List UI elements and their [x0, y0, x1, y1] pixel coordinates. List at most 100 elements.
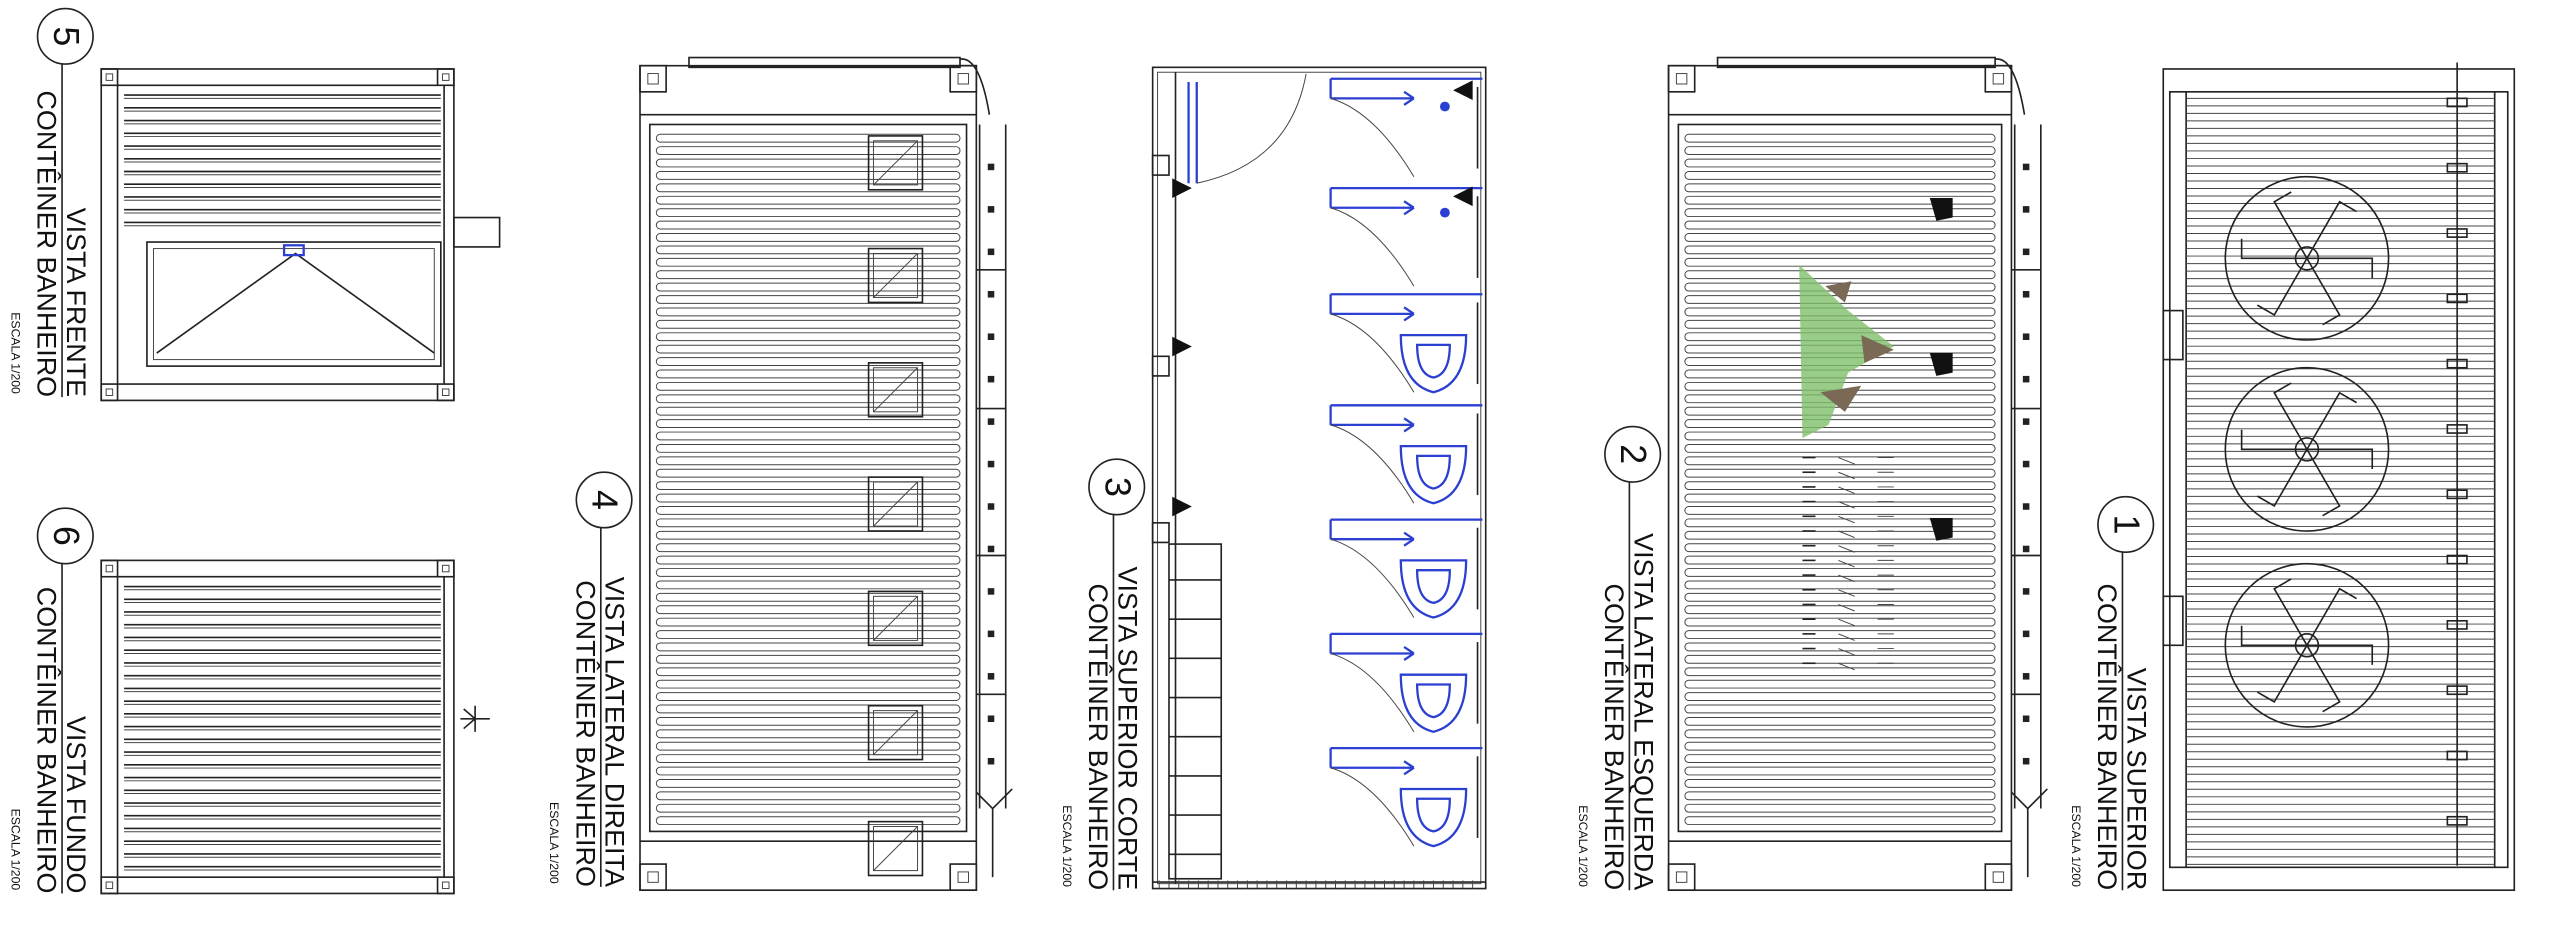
corrugation-rib — [655, 332, 961, 342]
view-number: 1 — [2106, 514, 2147, 534]
corrugation-rib — [655, 555, 961, 565]
logo-lettering — [1838, 545, 1855, 553]
corrugation-rib — [1684, 803, 1996, 813]
corrugation-rib — [1684, 419, 1996, 428]
fan-blade — [2240, 238, 2307, 260]
toilet-icon — [1399, 333, 1468, 394]
view-scale: ESCALA 1/200 — [1060, 805, 1074, 887]
corrugation-rib — [655, 704, 961, 714]
pipe-bracket — [987, 630, 995, 638]
view-scale: ESCALA 1/200 — [2069, 805, 2083, 887]
corrugation-rib — [655, 344, 961, 354]
corrugation-rib — [655, 220, 961, 230]
corrugation-rib — [655, 679, 961, 689]
pipe-bracket — [2022, 673, 2030, 680]
corrugation-rib — [655, 518, 961, 528]
view-5-front-drawing — [100, 68, 501, 402]
window-frame — [867, 476, 924, 532]
corrugation-rib — [655, 381, 961, 391]
corrugation-rib — [1684, 543, 1996, 553]
view-title: VISTA FUNDO — [61, 716, 91, 894]
window-sash — [872, 710, 919, 756]
corrugation-rib — [1684, 779, 1996, 788]
corrugation-rib — [1684, 754, 1996, 764]
corrugation-rib — [655, 617, 961, 627]
view-number-circle — [36, 507, 94, 565]
corner-hole — [441, 564, 450, 573]
door-arrow — [1403, 760, 1415, 776]
pipe-outlet — [2010, 788, 2048, 878]
door-swing-arc — [1330, 97, 1415, 177]
window-frame — [867, 135, 924, 191]
sink-icon — [1440, 101, 1450, 112]
view-scale: ESCALA 1/200 — [547, 802, 561, 884]
corrugation-rib — [1684, 630, 1996, 639]
logo-lettering — [1838, 515, 1855, 524]
bench-stack — [1168, 543, 1223, 880]
logo-graphic — [1820, 281, 1894, 412]
corrugation-rib — [1684, 692, 1996, 701]
window-frame — [867, 590, 924, 647]
window-sash — [872, 140, 919, 186]
wall-post — [1151, 154, 1170, 176]
pipe-bracket — [987, 588, 995, 595]
fan-blade — [2273, 191, 2308, 259]
pipe-bracket — [987, 715, 995, 723]
corrugation-rib — [1684, 493, 1996, 503]
container-outline — [2162, 68, 2516, 892]
door-swing-arc — [1330, 538, 1415, 618]
corrugation-rib — [1684, 741, 1996, 751]
corner-casting — [639, 863, 667, 892]
corrugation-rib — [1684, 580, 1996, 590]
logo-lettering — [1838, 574, 1855, 583]
container-outline — [639, 64, 978, 892]
view-subtitle: CONTÊINER BANHEIRO — [1083, 584, 1114, 891]
section-arrow-icon — [1172, 178, 1192, 198]
window-frame — [867, 820, 924, 877]
corrugation-rib — [1684, 555, 1996, 565]
corner-casting — [100, 559, 119, 578]
view-number-circle — [1088, 458, 1146, 516]
corner-casting — [436, 876, 455, 895]
corner-casting — [639, 64, 667, 93]
view-subtitle: CONTÊINER BANHEIRO — [32, 90, 63, 397]
section-arrow-icon — [1172, 336, 1192, 357]
corner-hole — [1992, 871, 2005, 883]
conduit-clamp — [2446, 554, 2468, 565]
pipe-bracket — [987, 418, 995, 425]
logo-lettering — [1838, 457, 1855, 465]
corrugation-rib — [1684, 183, 1996, 193]
corrugation-rib — [655, 692, 961, 701]
pipe-bracket — [987, 291, 995, 298]
corrugation-rib — [655, 183, 961, 193]
corrugation-rib — [655, 406, 961, 416]
corrugation-rib — [1684, 431, 1996, 441]
toilet-icon — [1399, 673, 1468, 734]
pipe-bracket — [987, 545, 995, 553]
corrugation-rib — [655, 443, 961, 453]
corrugation-rib — [655, 158, 961, 168]
conduit-clamp — [2446, 619, 2468, 630]
container-outline — [1667, 64, 2013, 892]
container-outline — [100, 559, 455, 895]
view-subtitle: CONTÊINER BANHEIRO — [2092, 584, 2123, 891]
door-arrow — [1403, 645, 1415, 661]
exhaust-fan-icon — [2224, 562, 2390, 728]
corrugation-rib — [655, 233, 961, 242]
cable — [1994, 58, 2026, 115]
corner-casting — [1667, 863, 1696, 892]
logo-lettering — [1838, 589, 1855, 597]
toilet-icon — [1399, 559, 1468, 619]
corner-hole — [105, 73, 114, 81]
fan-blade — [2273, 382, 2308, 450]
corrugation-rib — [655, 543, 961, 553]
window-sash — [872, 481, 919, 527]
toilet-bowl — [1415, 569, 1451, 605]
roof-stiffener — [2162, 309, 2184, 361]
door-swing-arc — [1330, 652, 1415, 733]
window-sash — [872, 595, 919, 641]
pipe-bracket — [2022, 418, 2030, 425]
